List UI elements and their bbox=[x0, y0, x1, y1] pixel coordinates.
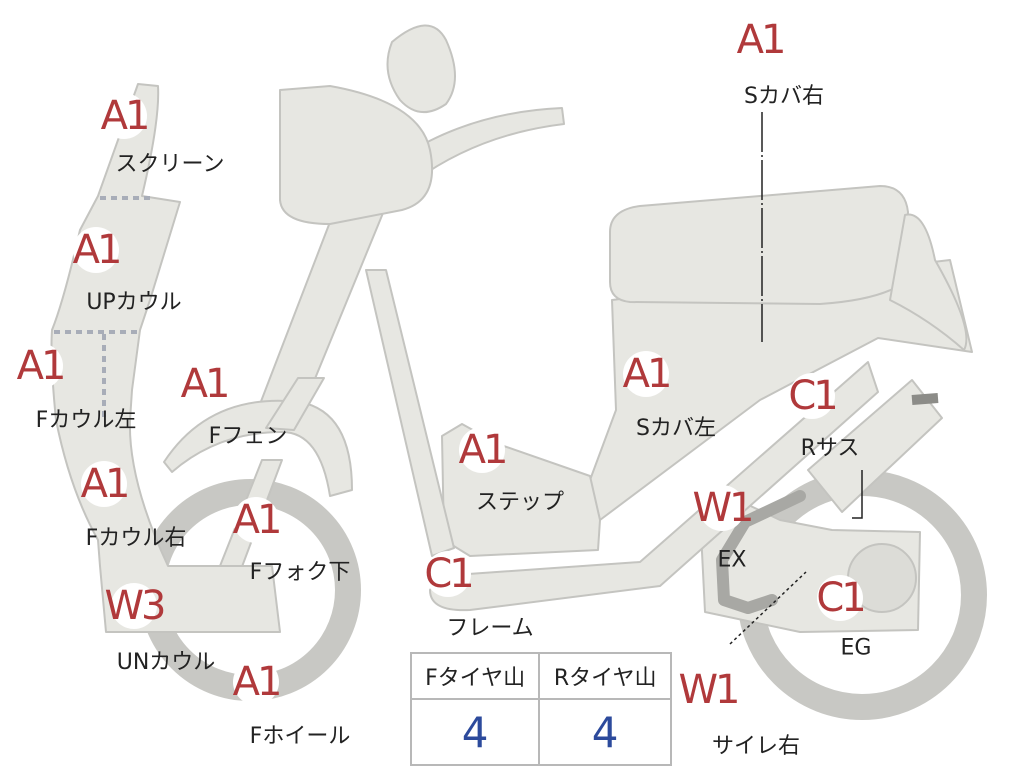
steering-column bbox=[249, 195, 391, 431]
label-f-cowl-right: Fカウル右 bbox=[85, 526, 187, 551]
seat-cover-body bbox=[589, 259, 973, 521]
grade-f-fender: A1 bbox=[180, 361, 230, 407]
label-silencer-right: サイレ右 bbox=[711, 734, 801, 759]
front-fender bbox=[163, 399, 353, 497]
grade-step: A1 bbox=[458, 427, 508, 473]
seat bbox=[609, 185, 909, 305]
grade-s-cover-right: A1 bbox=[736, 17, 786, 63]
label-un-cowl: UNカウル bbox=[116, 650, 216, 675]
grade-s-cover-left: A1 bbox=[622, 351, 672, 397]
grade-f-wheel: A1 bbox=[232, 659, 282, 705]
tail bbox=[889, 213, 968, 351]
mirror bbox=[386, 24, 456, 113]
tire-tread-table: Fタイヤ山 Rタイヤ山 4 4 bbox=[409, 652, 672, 766]
label-frame: フレーム bbox=[446, 616, 534, 641]
grade-frame: C1 bbox=[424, 551, 475, 597]
tire-table-value-row: 4 4 bbox=[409, 698, 672, 766]
label-eg: EG bbox=[840, 635, 872, 661]
label-s-cover-left: Sカバ左 bbox=[636, 416, 716, 441]
rear-shock-rod bbox=[911, 393, 939, 405]
tire-table-header-row: Fタイヤ山 Rタイヤ山 bbox=[409, 652, 672, 700]
label-step: ステップ bbox=[475, 490, 565, 515]
rear-tire-value: 4 bbox=[538, 698, 672, 766]
head-cowl bbox=[279, 85, 434, 225]
label-s-cover-right: Sカバ右 bbox=[744, 84, 824, 109]
grade-f-fork-lower: A1 bbox=[232, 497, 282, 543]
leader-r-sus bbox=[852, 470, 863, 519]
exhaust-pipe bbox=[716, 490, 806, 614]
label-r-sus: Rサス bbox=[800, 436, 860, 461]
grade-ex: W1 bbox=[692, 485, 755, 531]
label-screen: スクリーン bbox=[115, 152, 225, 177]
label-f-cowl-left: Fカウル左 bbox=[35, 408, 137, 433]
label-f-wheel: Fホイール bbox=[249, 724, 351, 749]
front-tire-header: Fタイヤ山 bbox=[409, 652, 541, 700]
label-f-fork-lower: Fフォク下 bbox=[249, 560, 351, 585]
grade-screen: A1 bbox=[100, 93, 150, 139]
grade-up-cowl: A1 bbox=[72, 227, 122, 273]
handlebar bbox=[399, 107, 565, 181]
label-f-fender: Fフェン bbox=[208, 424, 288, 449]
rear-tire-header: Rタイヤ山 bbox=[538, 652, 672, 700]
down-tube bbox=[365, 269, 455, 557]
front-fork-upper bbox=[265, 377, 325, 431]
label-ex: EX bbox=[717, 547, 747, 573]
grade-silencer-right: W1 bbox=[678, 667, 741, 713]
grade-r-sus: C1 bbox=[788, 373, 839, 419]
grade-f-cowl-left: A1 bbox=[16, 343, 66, 389]
rear-shock bbox=[807, 379, 943, 513]
grade-un-cowl: W3 bbox=[104, 583, 167, 629]
grade-f-cowl-right: A1 bbox=[80, 461, 130, 507]
front-tire-value: 4 bbox=[409, 698, 541, 766]
grade-eg: C1 bbox=[816, 575, 867, 621]
label-up-cowl: UPカウル bbox=[86, 290, 182, 315]
